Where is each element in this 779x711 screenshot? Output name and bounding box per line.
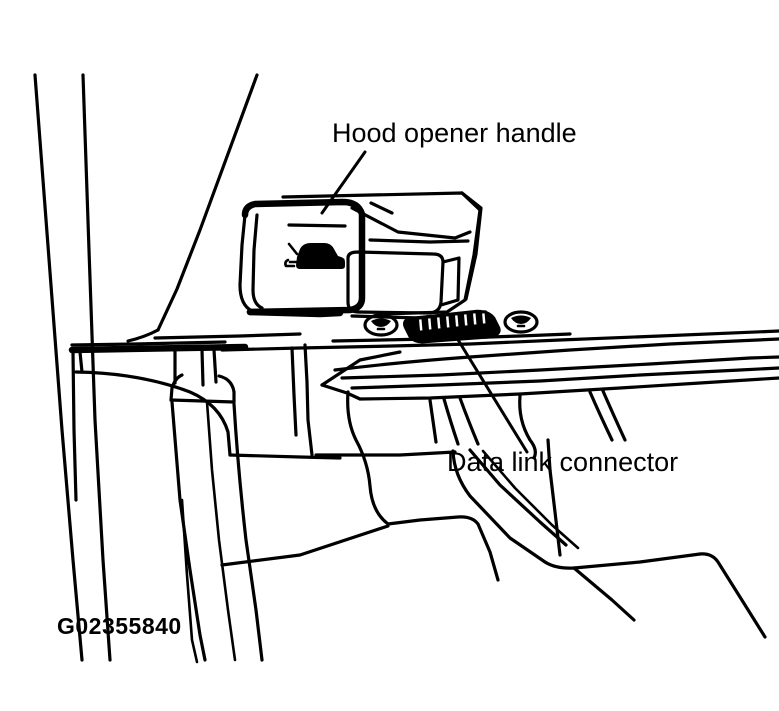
handle-bezel-right-face [460, 191, 483, 301]
leader-line-data-link-connector [450, 328, 529, 454]
label-hood-opener-handle: Hood opener handle [332, 118, 577, 148]
dlc-slot [469, 310, 480, 328]
pillar-inner-edge [81, 73, 112, 662]
instrument-panel-lower-edge [68, 329, 779, 354]
release-bracket-curve [346, 390, 390, 526]
figure-code-label: G02355840 [57, 613, 182, 639]
hood-handle-lever-inner-edge [251, 213, 264, 310]
column-cover-band [169, 398, 236, 404]
knee-bolster-panel [71, 350, 342, 502]
dlc-slot [424, 315, 435, 333]
tunnel-right-edge [698, 552, 767, 639]
kick-panel-rib-a [303, 343, 314, 457]
column-cover-top-right-rib [212, 348, 218, 384]
handle-bezel-inner-fold [350, 206, 472, 240]
hood-handle-front-face [246, 308, 344, 318]
steering-column-cover [169, 348, 264, 664]
bolster-corner-left [78, 350, 84, 374]
ip-edge-bold-left [68, 343, 249, 354]
car-icon-body [296, 243, 345, 269]
kick-panel-lower-edge [314, 450, 457, 457]
clip-right-cap [511, 315, 531, 324]
kick-panel-sill [290, 343, 457, 457]
dlc-slot [433, 314, 444, 332]
kick-panel-rib-b [290, 346, 298, 437]
car-icon-open-hood-line [287, 242, 299, 256]
dash-support-rib-2 [442, 397, 460, 446]
panel-clip-right [503, 310, 539, 334]
lower-dash-right-panel [320, 337, 779, 460]
column-shroud-center-seam [205, 400, 237, 662]
dash-support-rib-4 [588, 390, 614, 442]
dash-support-rib-1 [428, 398, 438, 444]
dlc-slot [415, 316, 426, 334]
tunnel-vertical-seam [546, 438, 562, 557]
hood-handle-top-crease [287, 223, 347, 228]
floor-tunnel-group [451, 438, 767, 639]
dash-support-rib-3 [458, 396, 480, 446]
dlc-slot [460, 311, 471, 329]
dash-lower-band-1 [358, 376, 779, 401]
dash-hook-bracket [518, 394, 537, 460]
handle-recess-side [439, 256, 461, 307]
car-with-open-hood-icon [284, 242, 345, 269]
cowl-curve [126, 328, 160, 343]
bolster-lower-lip [228, 453, 342, 460]
hood-handle-lever-outline [241, 198, 366, 316]
tunnel-left-edge [451, 449, 547, 564]
bolster-left-edge [71, 350, 78, 502]
dash-lower-band-4 [333, 337, 779, 372]
clip-left-body [363, 313, 399, 337]
car-icon-front-bumper [284, 258, 296, 268]
release-bracket-lower-arm [386, 515, 500, 582]
dlc-slot-group [415, 310, 489, 334]
ip-edge-main [220, 329, 779, 352]
dash-fold-upper [320, 350, 402, 387]
bolster-bottom-curve [74, 370, 232, 457]
label-data-link-connector: Data link connector [447, 447, 678, 477]
pillar-outer-edge [33, 73, 84, 662]
windshield-cowl-group [126, 73, 259, 343]
dlc-slot [451, 312, 462, 330]
dash-support-rib-5 [601, 389, 627, 442]
carpet-edge-left [220, 524, 390, 567]
dash-lower-band-2 [350, 366, 779, 390]
a-pillar-group [33, 73, 112, 662]
tunnel-left-seam [481, 449, 580, 550]
handle-bezel-ridge [368, 238, 470, 244]
dlc-slot [479, 310, 489, 327]
column-shroud-left [170, 400, 207, 662]
dlc-outline [403, 309, 501, 344]
clip-right-body [503, 310, 539, 334]
leader-line-hood-opener-handle [320, 150, 367, 215]
data-link-connector-part [403, 309, 501, 344]
tunnel-right-drop [572, 566, 636, 622]
dash-lower-band-3 [340, 355, 779, 380]
hood-release-bracket [220, 390, 500, 582]
column-shroud-inner-seam [180, 498, 199, 664]
column-cover-top-mid-rib [200, 348, 205, 387]
ip-trim-left [153, 332, 302, 340]
column-cover-left-shoulder [169, 373, 184, 402]
dash-fold-tip [320, 383, 362, 401]
ip-edge-left-segment [70, 340, 227, 347]
handle-bezel-notch [369, 201, 394, 215]
windshield-diagonal [156, 73, 259, 332]
clip-left-cap [371, 318, 391, 327]
column-cover-right-shoulder [217, 374, 236, 404]
column-shroud-right [232, 402, 264, 662]
dlc-slot [442, 313, 453, 331]
tunnel-left-edge-inner [468, 448, 568, 547]
panel-clip-left [363, 313, 399, 337]
hood-opener-handle-assembly [238, 191, 483, 320]
